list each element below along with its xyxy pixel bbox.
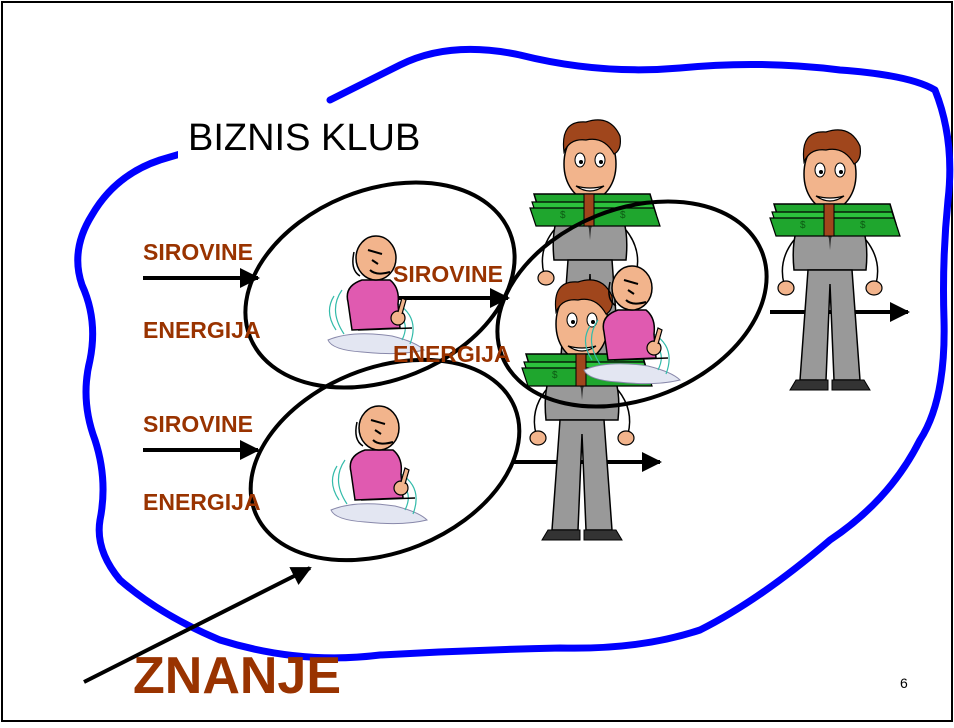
sirovine-label: SIROVINE (393, 261, 503, 287)
page-number: 6 (900, 675, 908, 691)
worker-clipart-icon (327, 235, 425, 355)
title-background (178, 112, 458, 160)
process-ellipse-right (495, 199, 769, 409)
energija-label: ENERGIJA (143, 489, 261, 515)
znanje-label: ZNANJE (133, 647, 341, 705)
businessman-with-money-icon (769, 129, 901, 391)
sirovine-label: SIROVINE (143, 239, 253, 265)
biznis-klub-title: BIZNIS KLUB (188, 117, 420, 159)
energija-label: ENERGIJA (393, 341, 511, 367)
worker-clipart-icon (330, 405, 428, 525)
process-ellipse-bottom (248, 357, 522, 563)
biznis-klub-outline (74, 45, 954, 662)
energija-label: ENERGIJA (143, 317, 261, 343)
process-ellipse-top-left (243, 180, 517, 390)
sirovine-label: SIROVINE (143, 411, 253, 437)
knowledge-arrow (83, 566, 312, 684)
